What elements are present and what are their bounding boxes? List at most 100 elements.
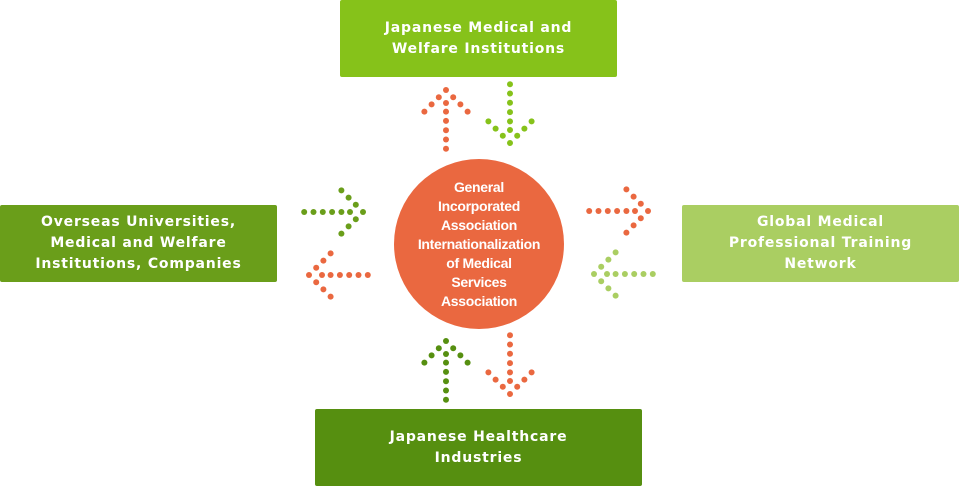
arrow-dot [612,271,619,277]
arrow-dot [605,256,612,263]
arrow-dot [346,272,353,278]
arrow-dot [428,352,435,359]
arrow-dot [301,209,308,215]
arrow-dot [443,145,449,152]
arrow-dot [435,345,442,352]
arrow-dot [443,359,449,366]
arrow-dot [630,222,637,229]
arrow-dot [630,193,637,200]
arrow-dot [598,263,605,270]
arrow-dot [528,118,535,125]
arrow-dot [338,230,345,237]
arrow-dot [457,352,464,359]
arrow-dot [338,187,345,194]
arrow-dot [464,359,471,366]
arrow-dot [499,132,506,139]
arrow-dot [327,250,334,257]
arrow-dot [364,272,371,278]
arrow-hub-to-top-icon [421,87,471,152]
arrow-dot [507,378,513,384]
arrow-dot [319,272,325,278]
arrow-bottom-to-hub-icon [421,338,471,403]
arrow-dot [649,271,656,277]
arrow-dot [310,209,317,215]
arrow-dot [421,359,428,366]
arrow-dot [457,101,464,108]
arrow-dot [485,118,492,125]
arrow-dot [313,279,320,286]
arrow-dot [319,209,326,215]
arrow-dot [443,338,449,344]
arrow-dot [421,108,428,115]
arrow-dot [499,383,506,390]
arrow-dot [507,350,513,357]
arrow-dot [443,387,449,394]
arrow-dot [306,272,312,278]
arrow-dot [345,194,352,201]
arrow-dot [443,87,449,93]
arrow-dot [355,272,362,278]
arrow-dot [352,201,359,208]
arrow-dot [347,209,353,215]
arrow-dot [586,208,593,214]
arrow-dot [604,208,611,214]
arrow-dot [464,108,471,115]
arrow-dot [528,369,535,376]
arrow-dot [612,292,619,299]
arrow-dot [336,272,343,278]
arrow-dot [507,99,513,106]
arrow-dot [645,208,651,214]
arrow-dot [614,208,621,214]
arrow-left-to-hub-icon [301,187,366,237]
arrow-dot [521,376,528,383]
arrow-dot [637,200,644,207]
arrow-dot [612,249,619,256]
arrow-dot [443,396,449,403]
arrow-dot [514,383,521,390]
node-japanese-healthcare-industries: Japanese Healthcare Industries [315,409,642,486]
arrow-dot [507,369,513,376]
arrow-dot [507,81,513,88]
arrow-dot [327,293,334,300]
arrow-dot [623,186,630,193]
hub-association-circle: General Incorporated Association Interna… [394,159,564,329]
arrow-dot [320,257,327,264]
arrow-dot [521,125,528,132]
arrow-dot [507,118,513,125]
arrow-dot [604,271,610,277]
arrow-dot [507,332,513,339]
arrow-dot [591,271,597,277]
arrow-dot [329,209,336,215]
arrow-dot [507,109,513,116]
arrow-dot [327,272,334,278]
arrow-top-to-hub-icon [485,81,535,146]
arrow-dot [313,264,320,271]
arrow-dot [640,271,647,277]
arrow-dot [514,132,521,139]
arrow-dot [352,216,359,223]
arrow-dot [428,101,435,108]
arrow-dot [595,208,602,214]
arrow-dot [631,271,638,277]
arrow-dot [507,341,513,348]
arrow-dot [360,209,366,215]
arrow-dot [632,208,638,214]
arrow-dot [492,125,499,132]
arrow-hub-to-bottom-icon [485,332,535,397]
arrow-dot [507,391,513,397]
arrow-dot [443,378,449,385]
arrow-dot [338,209,345,215]
arrow-dot [443,127,449,134]
arrow-dot [507,140,513,146]
arrow-dot [621,271,628,277]
arrow-dot [443,351,449,357]
arrow-dot [450,345,457,352]
node-overseas-universities: Overseas Universities, Medical and Welfa… [0,205,277,282]
arrow-dot [443,368,449,375]
arrow-dot [443,136,449,143]
arrow-dot [485,369,492,376]
arrow-dot [637,215,644,222]
arrow-dot [623,208,630,214]
arrow-hub-to-right-icon [586,186,651,236]
